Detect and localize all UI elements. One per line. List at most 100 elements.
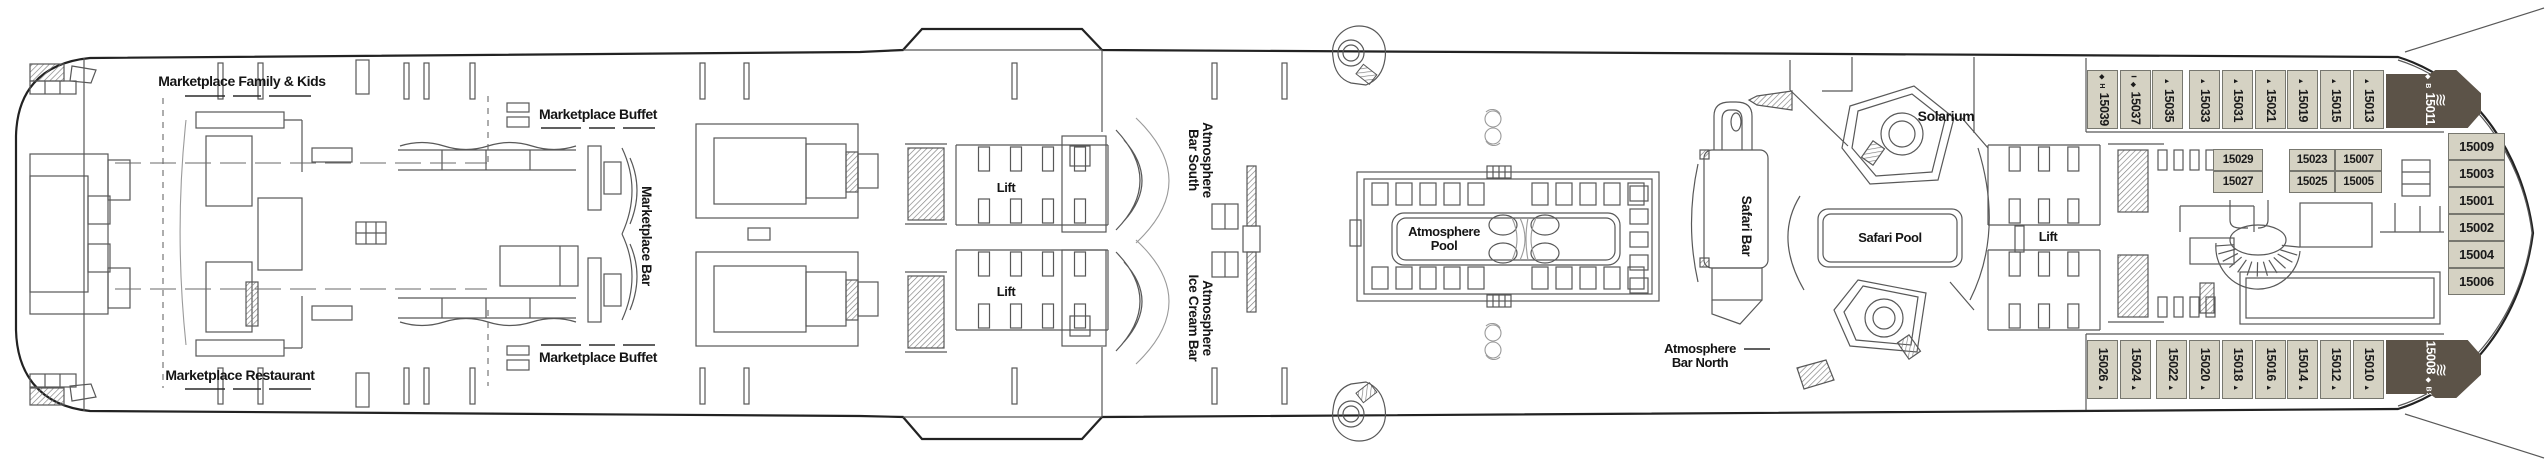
cabin-icons: ◆ H bbox=[2097, 73, 2105, 89]
cabin-icons: ▲ bbox=[2232, 383, 2240, 392]
cabin-number: 15022 bbox=[2165, 347, 2180, 381]
cabin-content: ▲ 15033 bbox=[2198, 77, 2213, 122]
label-marketplace-restaurant: Marketplace Restaurant bbox=[165, 367, 315, 383]
cabin-icons: ▲ bbox=[2162, 77, 2170, 86]
cabin-15008[interactable]: ≋15008 ◆ BS bbox=[2386, 340, 2481, 398]
solarium-structures bbox=[1747, 57, 1990, 390]
cabin-number: 15018 bbox=[2231, 347, 2246, 381]
label-solarium: Solarium bbox=[1917, 108, 1975, 124]
label-marketplace-bar: Marketplace Bar bbox=[639, 186, 654, 286]
cabin-15018[interactable]: 15018 ▲ bbox=[2221, 340, 2253, 399]
cabin-icons: ▲ bbox=[2265, 77, 2272, 86]
cabin-number: 15033 bbox=[2198, 88, 2213, 122]
cabin-15033[interactable]: ▲ 15033 bbox=[2189, 70, 2221, 129]
cabin-15016[interactable]: 15016 ▲ bbox=[2254, 340, 2286, 399]
cabin-15005[interactable]: 15005 bbox=[2335, 171, 2382, 193]
cabin-icons: ▲ bbox=[2232, 77, 2240, 86]
cabin-content: 15022 ▲ bbox=[2165, 347, 2180, 392]
cabin-15035[interactable]: ▲ 15035 bbox=[2152, 70, 2184, 129]
cabin-15029[interactable]: 15029 bbox=[2213, 149, 2263, 171]
label-atmosphere-bar-south: Atmosphere Bar South bbox=[1186, 122, 1215, 198]
cabin-number: 15037 bbox=[2129, 90, 2144, 125]
cabin-15019[interactable]: ▲ 15019 bbox=[2287, 70, 2319, 129]
cabin-number: 15014 bbox=[2296, 347, 2311, 381]
cabin-icons: ▲ bbox=[2199, 77, 2207, 86]
cabin-icons: ◆ B bbox=[2423, 73, 2431, 89]
buffet-counters bbox=[398, 102, 579, 371]
cabin-15027[interactable]: 15027 bbox=[2213, 171, 2263, 193]
cabin-15037[interactable]: Ⅰ ◆ 15037 bbox=[2119, 70, 2151, 129]
cabin-icons: ▲ bbox=[2166, 383, 2174, 392]
cabin-15014[interactable]: 15014 ▲ bbox=[2287, 340, 2319, 399]
cabin-15023[interactable]: 15023 bbox=[2289, 149, 2335, 171]
cabin-number: 15004 bbox=[2459, 247, 2494, 262]
cabin-15031[interactable]: ▲ 15031 bbox=[2221, 70, 2253, 129]
cabin-15002[interactable]: 15002 bbox=[2448, 214, 2505, 241]
cabin-number: 15009 bbox=[2459, 139, 2494, 154]
cabin-15001[interactable]: 15001 bbox=[2448, 187, 2505, 214]
cabin-content: 15026 ▲ bbox=[2096, 347, 2111, 391]
cabin-number: 15020 bbox=[2198, 347, 2213, 381]
cabin-15026[interactable]: 15026 ▲ bbox=[2087, 340, 2118, 399]
cabin-15007[interactable]: 15007 bbox=[2335, 149, 2382, 171]
cabin-15013[interactable]: ▲ 15013 bbox=[2352, 70, 2384, 129]
cabin-15039[interactable]: ◆ H 15039 bbox=[2087, 70, 2118, 129]
cabin-icons: ▲ bbox=[2363, 383, 2371, 392]
cabin-number: 15010 bbox=[2362, 347, 2377, 381]
cabin-number: 15011 bbox=[2422, 92, 2437, 125]
cabin-content: ▲ 15015 bbox=[2328, 77, 2344, 122]
label-lift-right: Lift bbox=[2038, 229, 2058, 244]
label-lift-left-top: Lift bbox=[996, 180, 1016, 195]
label-lift-left-bottom: Lift bbox=[996, 284, 1016, 299]
cabin-number: 15026 bbox=[2096, 347, 2111, 381]
cabin-icons: ▲ bbox=[2330, 383, 2338, 392]
label-marketplace-family-kids: Marketplace Family & Kids bbox=[158, 73, 326, 89]
cabin-icons: ▲ bbox=[2330, 77, 2338, 86]
cabin-15011[interactable]: ≋ ◆ B 15011 bbox=[2386, 70, 2481, 128]
cabin-content: 15024 ▲ bbox=[2128, 347, 2144, 392]
cabin-15009[interactable]: 15009 bbox=[2448, 133, 2505, 160]
cabin-number: 15021 bbox=[2264, 88, 2278, 122]
cabin-content: ≋ ◆ B 15011 bbox=[2422, 73, 2450, 125]
cabin-number: 15027 bbox=[2222, 176, 2254, 188]
cabin-number: 15025 bbox=[2296, 176, 2328, 188]
cabin-number: 15016 bbox=[2264, 347, 2278, 381]
cabin-15025[interactable]: 15025 bbox=[2289, 171, 2335, 193]
cabin-number: 15012 bbox=[2329, 347, 2344, 381]
cabin-number: 15015 bbox=[2329, 88, 2344, 122]
label-safari-pool: Safari Pool bbox=[1858, 230, 1922, 245]
cabin-number: 15024 bbox=[2129, 347, 2144, 381]
label-safari-bar: Safari Bar bbox=[1739, 195, 1754, 257]
cabin-15006[interactable]: 15006 bbox=[2448, 268, 2505, 295]
cabin-number: 15008 bbox=[2423, 340, 2437, 374]
label-underlines bbox=[185, 95, 1770, 390]
cabin-number: 15035 bbox=[2161, 88, 2176, 122]
cabin-number: 15031 bbox=[2231, 88, 2246, 122]
cabin-content: 15020 ▲ bbox=[2198, 347, 2213, 391]
cabin-content: Ⅰ ◆ 15037 bbox=[2128, 75, 2144, 125]
cabin-icons: ▲ bbox=[2130, 383, 2138, 392]
cabin-15010[interactable]: 15010 ▲ bbox=[2352, 340, 2384, 399]
cabin-15012[interactable]: 15012 ▲ bbox=[2319, 340, 2351, 399]
label-marketplace-buffet-bottom: Marketplace Buffet bbox=[538, 349, 658, 365]
cabin-15022[interactable]: 15022 ▲ bbox=[2156, 340, 2188, 399]
wave-icon: ≋ bbox=[2430, 92, 2450, 106]
cabin-content: ▲ 15019 bbox=[2296, 77, 2311, 121]
cabin-number: 15006 bbox=[2459, 274, 2494, 289]
cabin-15015[interactable]: ▲ 15015 bbox=[2319, 70, 2351, 129]
cabin-number: 15023 bbox=[2296, 154, 2328, 166]
cabin-number: 15002 bbox=[2459, 220, 2494, 235]
cabin-15020[interactable]: 15020 ▲ bbox=[2189, 340, 2221, 399]
cabin-number: 15013 bbox=[2362, 88, 2377, 122]
cabin-15003[interactable]: 15003 bbox=[2448, 160, 2505, 187]
atmosphere-pool-structure bbox=[1349, 165, 1660, 308]
marketplace-structures bbox=[179, 111, 353, 357]
cabin-15004[interactable]: 15004 bbox=[2448, 241, 2505, 268]
cabin-15021[interactable]: ▲ 15021 bbox=[2254, 70, 2286, 129]
stern-structures bbox=[29, 58, 387, 411]
cabin-15024[interactable]: 15024 ▲ bbox=[2119, 340, 2151, 399]
cabin-content: ▲ 15021 bbox=[2263, 77, 2278, 122]
cabin-number: 15001 bbox=[2459, 193, 2494, 208]
